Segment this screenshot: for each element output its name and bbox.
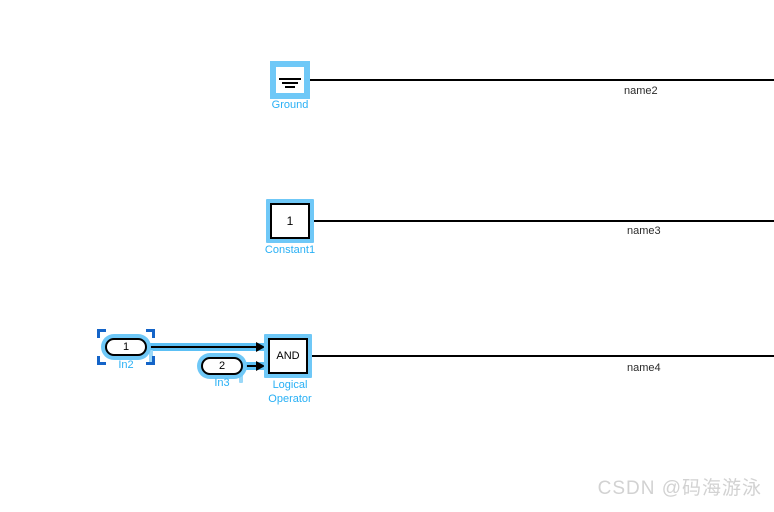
selection-handle-top-left[interactable] [97,329,106,338]
signal-line-in2 [133,346,261,348]
ground-block-label: Ground [271,99,309,111]
ground-symbol-bar-3 [285,86,295,88]
logical-operator-block-label-line2: Operator [268,393,312,405]
constant1-block[interactable]: 1 [270,203,310,239]
ground-symbol-bar-1 [279,78,301,80]
logical-operator-block[interactable]: AND [268,338,308,374]
logical-operator-block-label-line1: Logical [272,379,308,391]
selection-handle-top-right[interactable] [146,329,155,338]
ground-block[interactable] [274,65,306,95]
in3-block[interactable]: 2 [201,357,243,375]
constant1-block-label: Constant1 [264,244,316,256]
signal-arrow-in3 [256,361,265,371]
in3-block-label: In3 [214,377,230,389]
signal-arrow-in2 [256,342,265,352]
signal-line-name3[interactable] [312,220,774,222]
selection-handle-bottom-left[interactable] [97,356,106,365]
signal-line-in3 [233,365,261,367]
selection-handle-bottom-right[interactable] [146,356,155,365]
signal-line-name2[interactable] [310,79,774,81]
csdn-watermark: CSDN @码海游泳 [597,478,762,499]
in2-block-label: In2 [118,359,134,371]
signal-label-name2: name2 [624,85,658,97]
in2-block[interactable]: 1 [105,338,147,356]
signal-label-name4: name4 [627,362,661,374]
signal-stub-in2 [149,350,153,364]
signal-line-name4[interactable] [312,355,774,357]
signal-label-name3: name3 [627,225,661,237]
ground-symbol-bar-2 [282,82,298,84]
